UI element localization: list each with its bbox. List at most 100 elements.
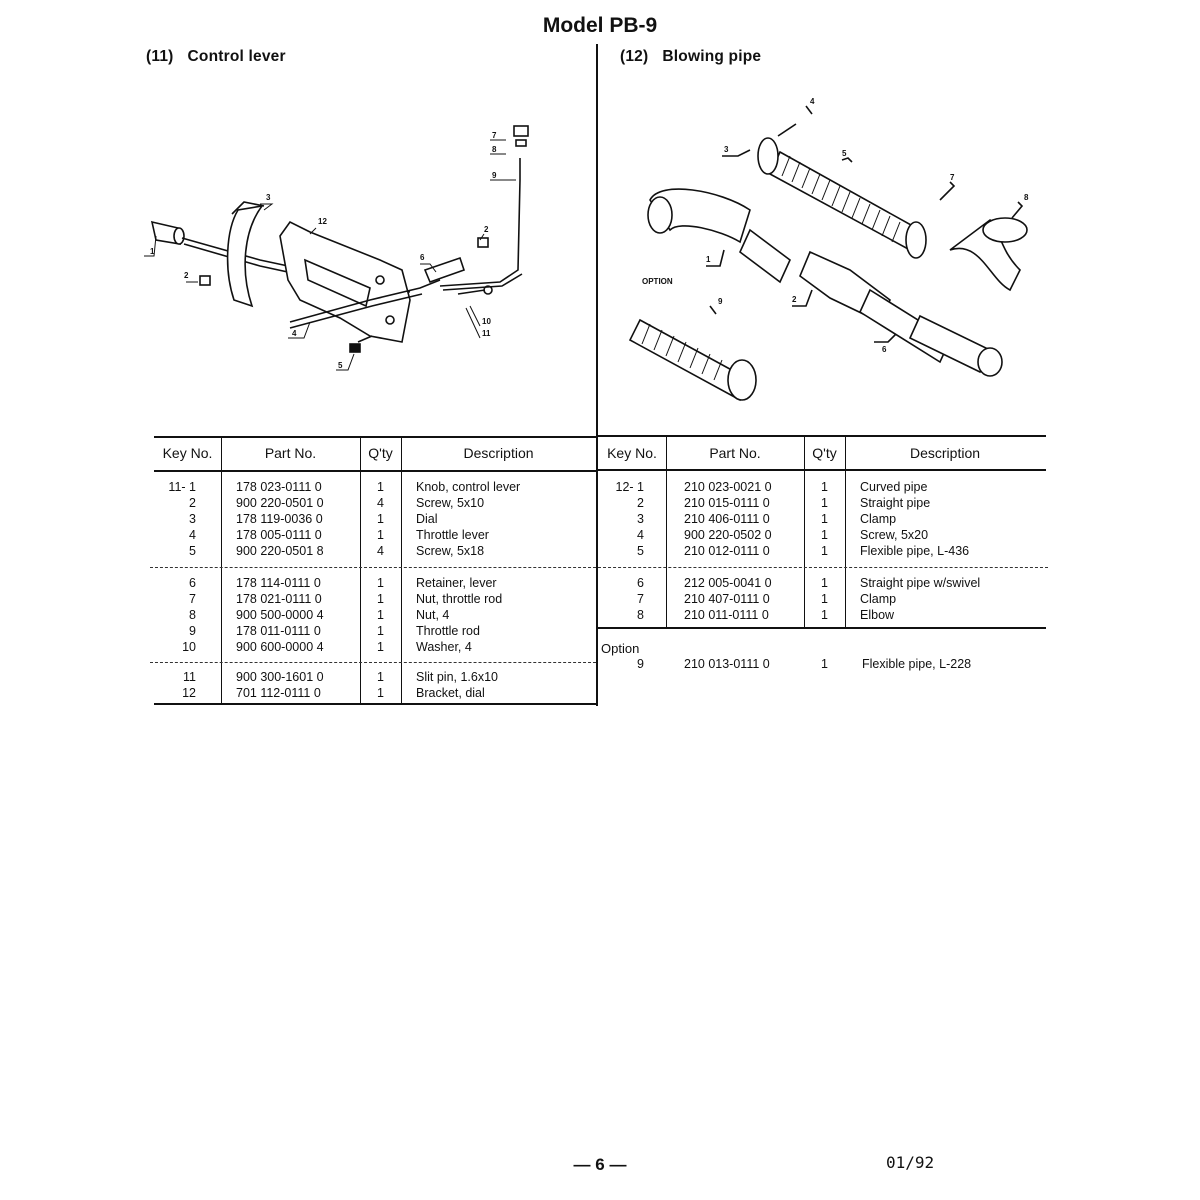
- cell-qty: 4: [377, 496, 384, 510]
- left-group-separator-2: [150, 662, 596, 663]
- cell-key: 3: [637, 512, 644, 526]
- right-table-header-rule: [598, 469, 1046, 471]
- cell-qty: 1: [377, 640, 384, 654]
- cell-key: 4: [637, 528, 644, 542]
- page-number: — 6 —: [573, 1155, 627, 1174]
- cell-key: 8: [637, 608, 644, 622]
- callout-2b: 2: [484, 225, 489, 234]
- right-header-desc: Description: [909, 445, 981, 461]
- cell-qty: 1: [821, 496, 828, 510]
- callout-9: 9: [492, 171, 497, 180]
- left-table-header-rule: [154, 470, 596, 472]
- cell-part: 701 112-0111 0: [236, 686, 321, 700]
- left-col-rule-1: [221, 438, 222, 704]
- cell-key: 4: [189, 528, 196, 542]
- callout-8: 8: [492, 145, 497, 154]
- left-col-rule-3: [401, 438, 402, 704]
- callout-pipe-1: 1: [706, 255, 711, 264]
- blowing-pipe-diagram: 1 2 3 4 5 6 7 8 9 OPTION: [628, 97, 1029, 402]
- cell-key: 5: [637, 544, 644, 558]
- callout-10: 10: [482, 317, 491, 326]
- right-group-separator-1: [598, 567, 1048, 568]
- cell-part: 210 407-0111 0: [684, 592, 770, 606]
- cell-part: 210 012-0111 0: [684, 544, 770, 558]
- revision-date: 01/92: [886, 1153, 935, 1172]
- callout-6: 6: [420, 253, 425, 262]
- cell-key: 12- 1: [615, 480, 645, 494]
- cell-desc: Dial: [416, 512, 438, 526]
- option-cell-key: 9: [637, 657, 644, 671]
- cell-part: 900 220-0502 0: [684, 528, 772, 542]
- cell-qty: 1: [377, 480, 384, 494]
- cell-part: 210 023-0021 0: [684, 480, 772, 494]
- cell-qty: 1: [377, 624, 384, 638]
- right-header-key: Key No.: [607, 445, 657, 461]
- control-lever-diagram: 1 2 3 4 5 6 7 8 9 10 11 12 2: [144, 125, 529, 371]
- callout-4: 4: [292, 329, 297, 338]
- callout-1: 1: [150, 247, 155, 256]
- callout-pipe-3: 3: [724, 145, 729, 154]
- callout-pipe-9: 9: [718, 297, 723, 306]
- callout-7: 7: [492, 131, 497, 140]
- cell-desc: Slit pin, 1.6x10: [416, 670, 498, 684]
- cell-key: 11: [183, 670, 196, 684]
- left-header-part: Part No.: [264, 445, 317, 461]
- cell-qty: 1: [377, 608, 384, 622]
- cell-qty: 1: [821, 544, 828, 558]
- cell-qty: 1: [377, 592, 384, 606]
- option-label: Option: [601, 641, 640, 656]
- section-11-title: Control lever: [187, 48, 286, 65]
- cell-desc: Nut, throttle rod: [416, 592, 503, 606]
- cell-desc: Curved pipe: [860, 480, 928, 494]
- cell-qty: 1: [377, 528, 384, 542]
- cell-desc: Bracket, dial: [416, 686, 485, 700]
- cell-desc: Straight pipe: [860, 496, 931, 510]
- left-col-rule-2: [360, 438, 361, 704]
- cell-desc: Throttle rod: [416, 624, 480, 638]
- left-header-desc: Description: [463, 445, 534, 461]
- cell-key: 10: [182, 640, 196, 654]
- option-tag: OPTION: [642, 277, 673, 286]
- cell-desc: Elbow: [860, 608, 895, 622]
- cell-desc: Retainer, lever: [416, 576, 497, 590]
- cell-desc: Throttle lever: [416, 528, 489, 542]
- cell-qty: 1: [821, 576, 828, 590]
- cell-qty: 1: [377, 576, 384, 590]
- right-table-section-rule: [598, 627, 1046, 629]
- callout-pipe-4: 4: [810, 97, 815, 106]
- callout-3: 3: [266, 193, 271, 202]
- cell-desc: Flexible pipe, L-436: [860, 544, 970, 558]
- page-title: Model PB-9: [542, 14, 658, 37]
- cell-part: 178 021-0111 0: [236, 592, 322, 606]
- callout-pipe-6: 6: [882, 345, 887, 354]
- cell-key: 11- 1: [168, 480, 196, 494]
- cell-key: 3: [189, 512, 196, 526]
- cell-key: 2: [637, 496, 644, 510]
- cell-part: 210 406-0111 0: [684, 512, 770, 526]
- cell-desc: Clamp: [860, 592, 897, 606]
- callout-12: 12: [318, 217, 327, 226]
- cell-part: 900 500-0000 4: [236, 608, 324, 622]
- right-col-rule-3: [845, 437, 846, 627]
- cell-qty: 4: [377, 544, 384, 558]
- callout-pipe-7: 7: [950, 173, 955, 182]
- section-12-heading: (12)Blowing pipe: [620, 48, 761, 66]
- right-header-qty: Q'ty: [812, 445, 837, 461]
- cell-part: 210 011-0111 0: [684, 608, 769, 622]
- section-12-title: Blowing pipe: [662, 48, 762, 65]
- cell-qty: 1: [821, 608, 828, 622]
- cell-qty: 1: [821, 512, 828, 526]
- option-cell-part: 210 013-0111 0: [684, 657, 770, 671]
- cell-key: 12: [182, 686, 196, 700]
- cell-key: 6: [637, 576, 644, 590]
- callout-5: 5: [338, 361, 343, 370]
- cell-part: 900 600-0000 4: [236, 640, 324, 654]
- left-table-bottom-rule: [154, 703, 598, 705]
- cell-part: 900 220-0501 0: [236, 496, 324, 510]
- left-table-top-rule: [154, 436, 596, 438]
- cell-part: 900 300-1601 0: [236, 670, 324, 684]
- cell-qty: 1: [377, 512, 384, 526]
- cell-desc: Knob, control lever: [416, 480, 521, 494]
- callout-2: 2: [184, 271, 189, 280]
- cell-key: 2: [189, 496, 196, 510]
